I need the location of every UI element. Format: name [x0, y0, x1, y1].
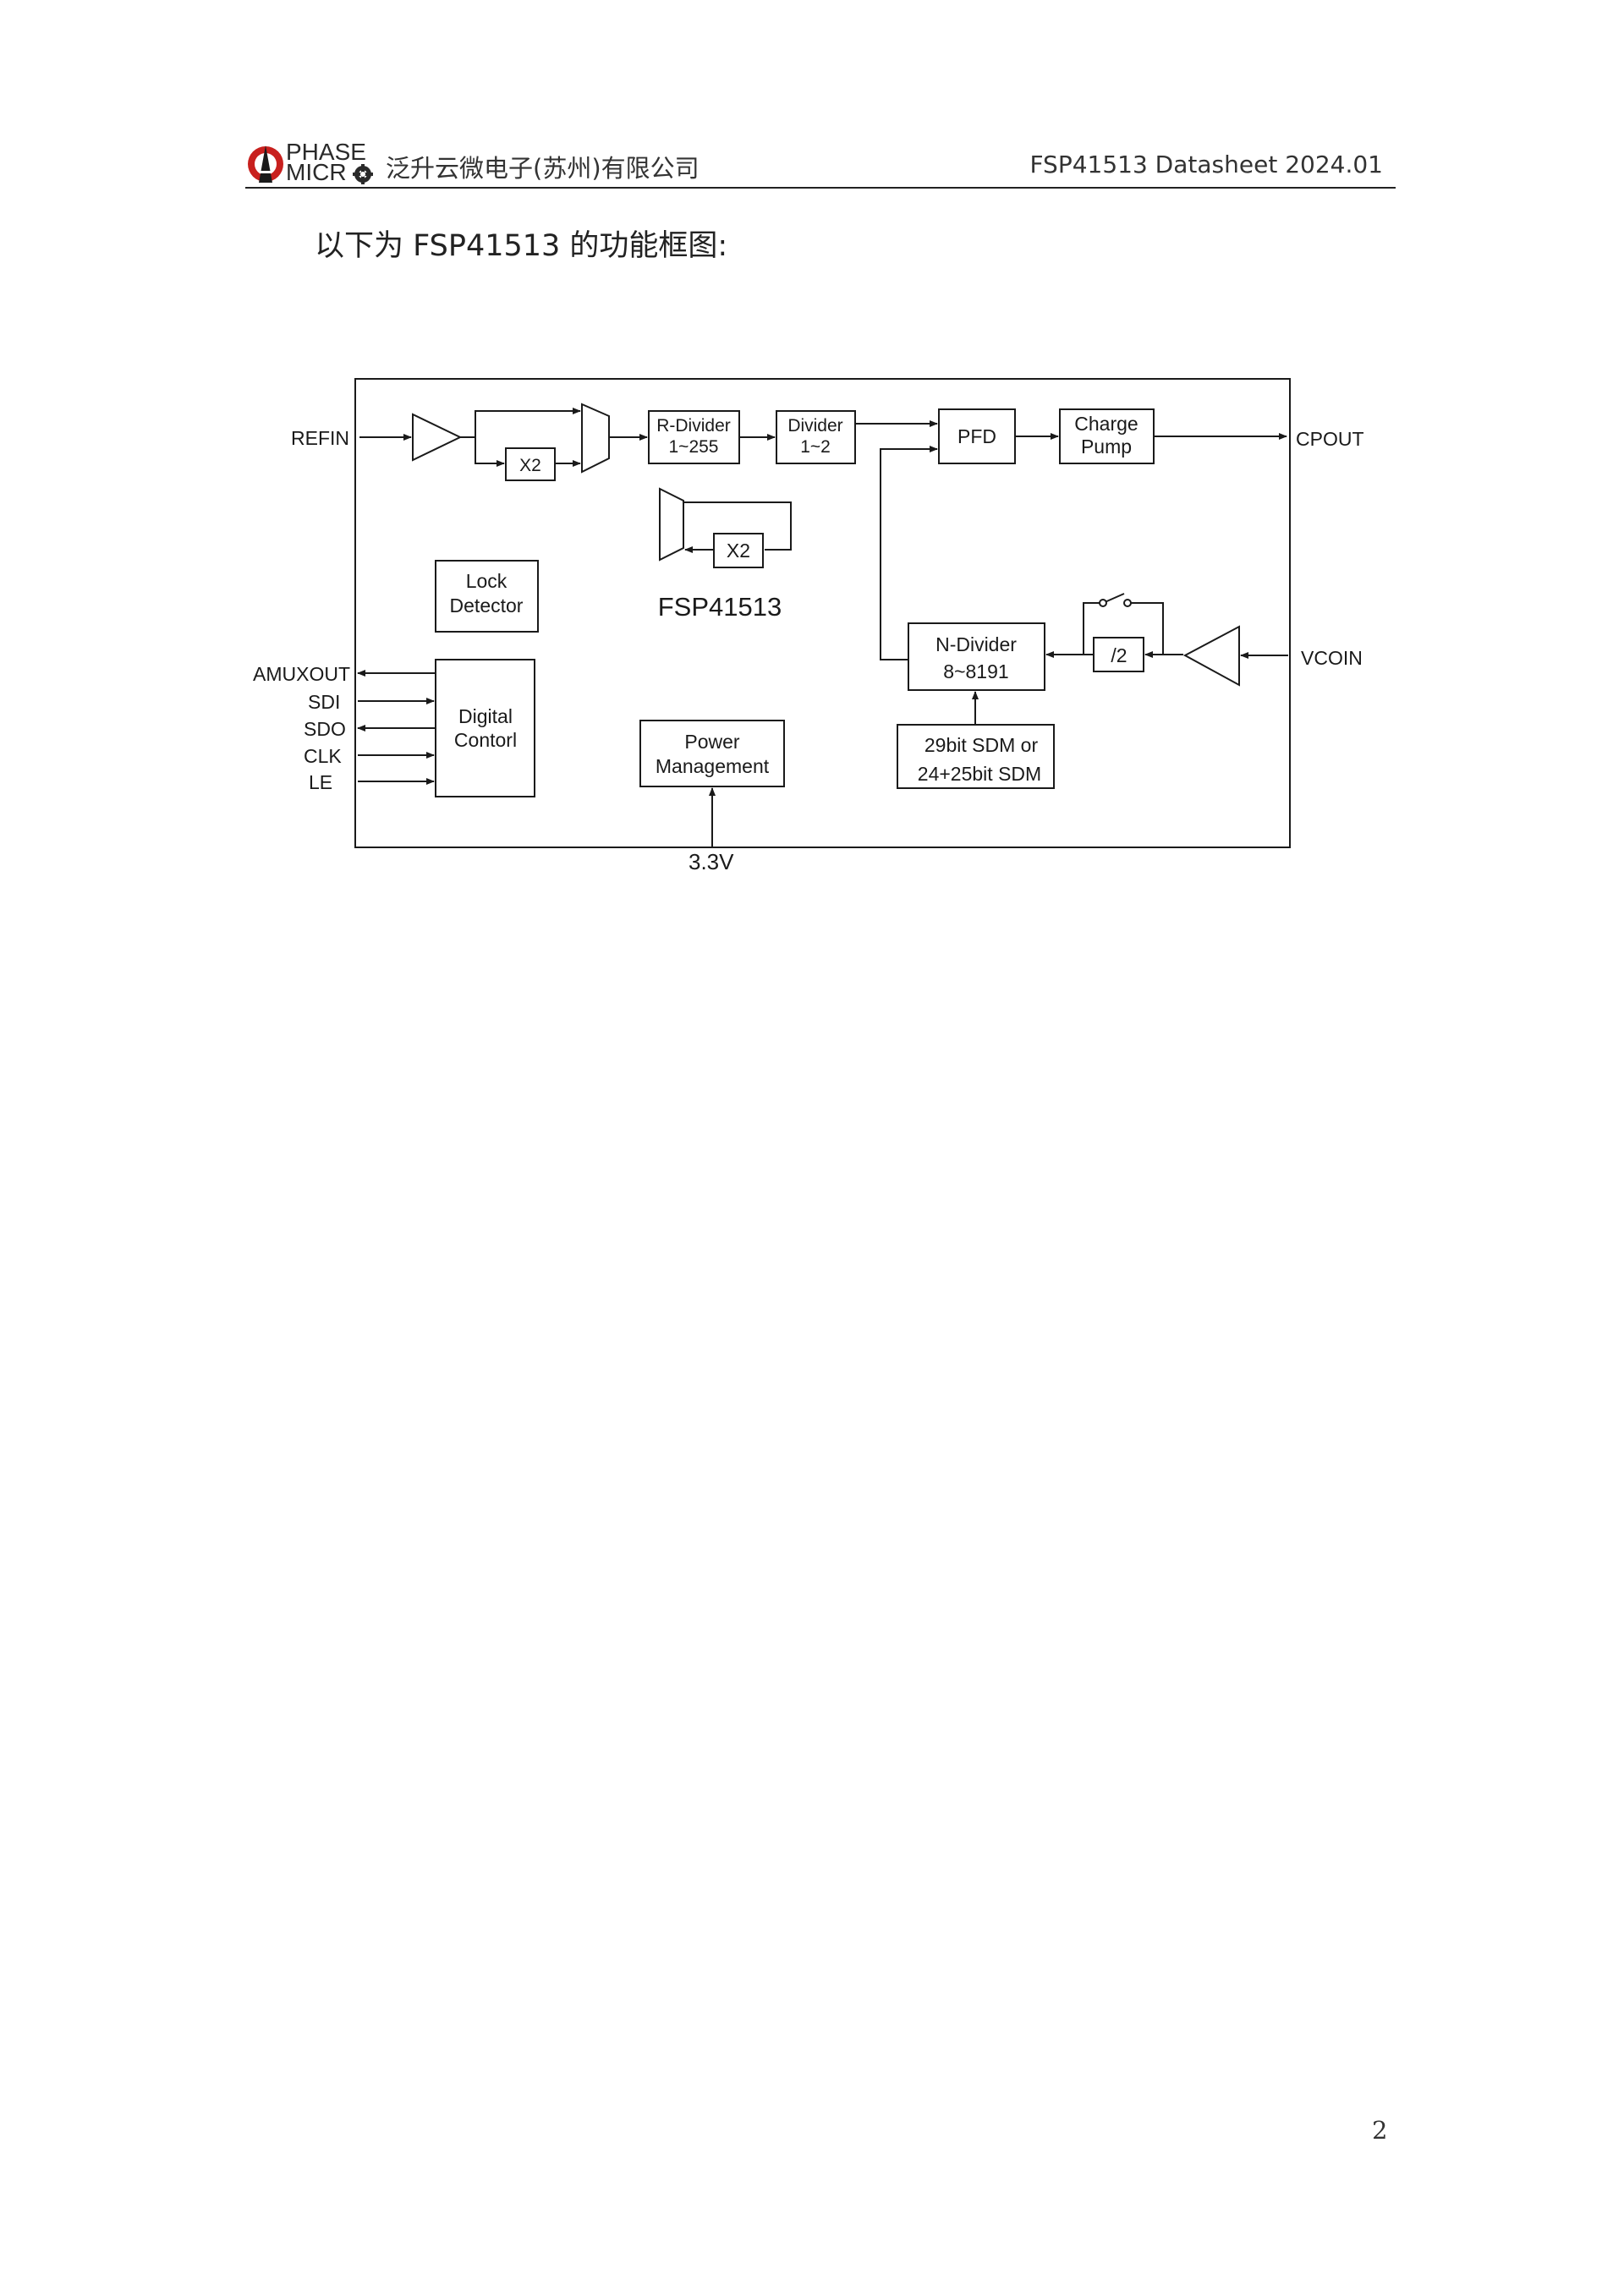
divider-label-1: Divider: [787, 416, 842, 436]
logo-text-micro: MICR: [286, 159, 347, 185]
logo-text-phase: PHASE: [286, 139, 366, 165]
lock-detector-label-2: Detector: [450, 595, 524, 616]
bypass-switch-contact-right: [1123, 599, 1132, 607]
pin-vcoin: VCOIN: [1301, 647, 1363, 669]
pin-clk: CLK: [304, 745, 342, 767]
ref-mux-icon: [581, 403, 610, 474]
refin-buffer-icon: [412, 413, 463, 462]
power-management-label-1: Power: [684, 731, 740, 753]
intro-text: 以下为 FSP41513 的功能框图:: [315, 229, 728, 263]
mid-mux-icon: [659, 487, 684, 562]
mid-loop-wire-top: [683, 501, 792, 551]
pin-supply: 3.3V: [689, 849, 734, 874]
bypass-wire-left: [1083, 602, 1103, 655]
phase-micro-logo-icon: [248, 145, 283, 183]
chip-outline: [354, 378, 1291, 848]
header-divider: [245, 187, 1396, 189]
page-number: 2: [1372, 2116, 1388, 2145]
div2-label: /2: [1111, 644, 1127, 666]
lock-detector-block: [435, 560, 539, 633]
bypass-wire: [1127, 602, 1183, 655]
r-divider-label-2: 1~255: [669, 437, 719, 457]
pin-le: LE: [309, 771, 332, 793]
r-divider-label-1: R-Divider: [656, 416, 731, 436]
ref-doubler-label: X2: [519, 456, 541, 475]
power-management-label-2: Management: [656, 755, 770, 777]
n-divider-label-2: 8~8191: [943, 660, 1008, 682]
document-title: FSP41513 Datasheet 2024.01: [1029, 151, 1383, 178]
power-management-block: [639, 720, 785, 787]
divider-label-2: 1~2: [800, 437, 831, 457]
divider-block: [776, 410, 856, 464]
n-divider-block: [908, 622, 1045, 691]
ref-split-wire-top: [460, 408, 581, 438]
company-name: 泛升云微电子(苏州)有限公司: [386, 154, 700, 183]
pin-sdo: SDO: [304, 718, 346, 740]
digital-control-label-1: Digital: [458, 705, 513, 727]
ndiv-to-pfd-wire: [880, 446, 938, 660]
sdm-label-2: 24+25bit SDM: [918, 763, 1041, 785]
bypass-switch-contact-left: [1099, 599, 1107, 607]
charge-pump-label-2: Pump: [1081, 436, 1132, 458]
pin-refin: REFIN: [291, 427, 349, 449]
digital-control-block: [435, 659, 535, 797]
sdm-label-1: 29bit SDM or: [924, 734, 1039, 756]
vco-buffer-icon: [1182, 625, 1240, 687]
chip-name: FSP41513: [658, 592, 782, 622]
mid-doubler-label: X2: [727, 540, 750, 562]
pin-sdi: SDI: [308, 691, 340, 713]
ref-split-wire-bottom: [475, 437, 505, 467]
pfd-label: PFD: [957, 425, 996, 447]
digital-control-label-2: Contorl: [454, 729, 517, 751]
pin-amuxout: AMUXOUT: [253, 663, 350, 685]
company-logo: PHASE MICR: [245, 139, 381, 186]
logo-gear-icon: [353, 164, 373, 184]
charge-pump-label-1: Charge: [1074, 413, 1138, 435]
lock-detector-label-1: Lock: [466, 570, 508, 592]
n-divider-label-1: N-Divider: [935, 633, 1017, 655]
pin-cpout: CPOUT: [1296, 428, 1364, 450]
